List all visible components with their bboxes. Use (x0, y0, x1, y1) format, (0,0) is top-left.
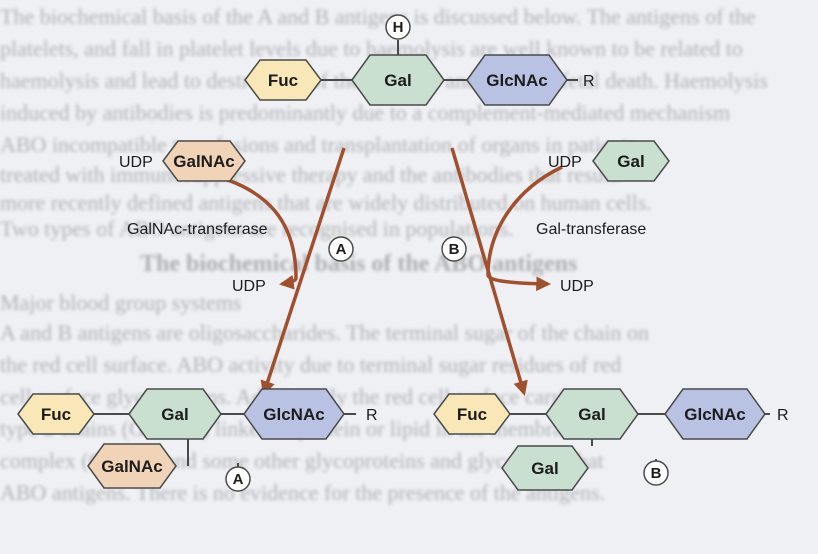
left-a-badge: A (328, 236, 354, 262)
product-a-fuc-label: Fuc (41, 405, 71, 424)
product-a-glcnac-label: GlcNAc (263, 405, 324, 424)
h-badge-label: H (393, 19, 404, 36)
product-b-fuc-node: Fuc (433, 393, 511, 435)
product-b-gal-label: Gal (578, 405, 605, 424)
gal-label: Gal (384, 71, 411, 90)
fuc-label: Fuc (268, 71, 298, 90)
right-b-badge: B (441, 236, 467, 262)
r-terminal: R (583, 73, 595, 90)
glcnac-label: GlcNAc (486, 71, 547, 90)
product-a-badge-label: A (233, 471, 244, 488)
right-donor-gal-node: Gal (592, 140, 670, 182)
glcnac-node: GlcNAc (466, 54, 568, 106)
product-a-gal-node: Gal (128, 388, 222, 440)
h-badge: H (385, 14, 411, 40)
background-line: A and B antigens are oligosaccharides. T… (0, 320, 649, 345)
product-a-gal-label: Gal (161, 405, 188, 424)
right-udp-released: UDP (560, 278, 594, 295)
background-line: treated with immunosuppressive therapy a… (0, 162, 622, 187)
right-reaction: UDP Gal Gal-transferase B UDP (441, 140, 670, 295)
left-donor-arrow (211, 173, 298, 290)
reaction-arrows (211, 147, 563, 396)
background-line: Two types of ABO antigens are recognised… (0, 216, 514, 241)
product-b-gal-branch-node: Gal (501, 445, 589, 491)
gal-transferase-label: Gal-transferase (536, 221, 646, 238)
left-udp-donor-prefix: UDP (119, 154, 153, 171)
product-a-r-terminal: R (366, 407, 378, 424)
right-donor-arrow (486, 165, 563, 292)
product-b-fuc-label: Fuc (457, 405, 487, 424)
left-main-arrow (260, 147, 346, 396)
product-b-badge-label: B (651, 465, 662, 482)
left-donor-galnac-node: GalNAc (162, 140, 246, 182)
right-udp-donor-prefix: UDP (548, 154, 582, 171)
background-line: The biochemical basis of the A and B ant… (0, 4, 756, 29)
background-line: induced by antibodies is predominantly d… (0, 100, 731, 125)
galnac-transferase-label: GalNAc-transferase (127, 221, 268, 238)
product-b-badge: B (643, 460, 669, 486)
product-a-glcnac-node: GlcNAc (243, 388, 345, 440)
left-udp-released: UDP (232, 278, 266, 295)
product-a-galnac-branch-node: GalNAc (87, 443, 177, 489)
top-chain: Fuc Gal GlcNAc R H (244, 14, 595, 106)
product-b-glcnac-label: GlcNAc (684, 405, 745, 424)
product-a-fuc-node: Fuc (17, 393, 95, 435)
product-b-chain: Fuc Gal GlcNAc R Gal B (433, 388, 789, 491)
product-a-chain: Fuc Gal GlcNAc R GalNAc A (17, 388, 378, 492)
product-a-galnac-label: GalNAc (101, 457, 162, 476)
right-b-badge-label: B (449, 241, 460, 258)
right-donor-gal-label: Gal (617, 152, 644, 171)
gal-node: Gal (351, 54, 445, 106)
fuc-node: Fuc (244, 59, 322, 101)
product-b-r-terminal: R (777, 407, 789, 424)
left-reaction: UDP GalNAc GalNAc-transferase A UDP (119, 140, 354, 295)
product-a-badge: A (225, 466, 251, 492)
background-heading: The biochemical basis of the ABO antigen… (140, 251, 578, 277)
background-line: ABO incompatible transfusions and transp… (0, 132, 637, 157)
background-line: Major blood group systems (0, 290, 242, 315)
left-donor-galnac-label: GalNAc (173, 152, 234, 171)
left-a-badge-label: A (336, 241, 347, 258)
product-b-gal-branch-label: Gal (531, 459, 558, 478)
product-b-glcnac-node: GlcNAc (664, 388, 766, 440)
product-b-gal-node: Gal (545, 388, 639, 440)
